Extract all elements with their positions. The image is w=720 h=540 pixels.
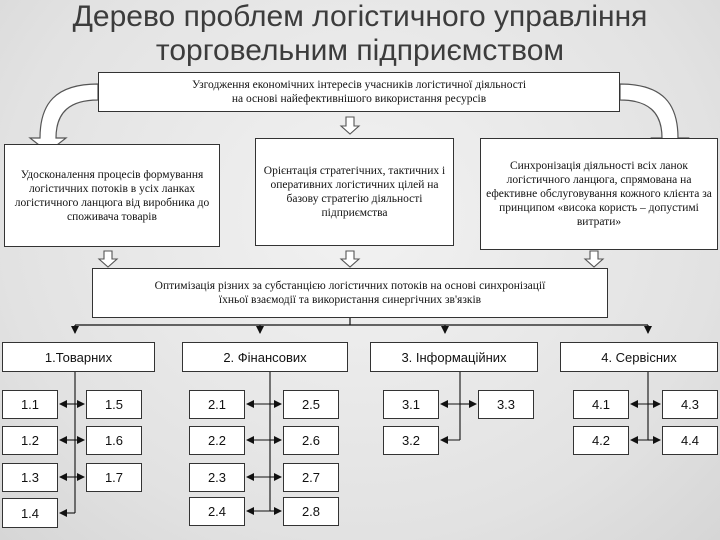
item-1-2: 1.2 xyxy=(2,426,58,455)
goal-line-2: на основі найефективнішого використання … xyxy=(231,93,487,105)
optimization-line-2: їхньої взаємодії та використання синергі… xyxy=(218,294,482,306)
item-2-2: 2.2 xyxy=(189,426,245,455)
optimization-line-1: Оптимізація різних за субстанцією логіст… xyxy=(154,280,546,292)
item-1-1: 1.1 xyxy=(2,390,58,419)
item-2-1: 2.1 xyxy=(189,390,245,419)
category-goods-label: 1.Товарних xyxy=(44,349,113,365)
down-arrow-right xyxy=(583,250,605,268)
goal-box: Узгодження економічних інтересів учасник… xyxy=(98,72,620,112)
down-arrow-top-center xyxy=(339,116,361,135)
curved-arrow-left xyxy=(28,83,99,153)
category-service-label: 4. Сервісних xyxy=(601,349,677,365)
category-financial: 2. Фінансових xyxy=(182,342,348,372)
optimization-box: Оптимізація різних за субстанцією логіст… xyxy=(92,268,608,318)
item-1-3: 1.3 xyxy=(2,463,58,492)
item-3-3: 3.3 xyxy=(478,390,534,419)
item-2-3: 2.3 xyxy=(189,463,245,492)
category-goods: 1.Товарних xyxy=(2,342,155,372)
item-1-6: 1.6 xyxy=(86,426,142,455)
item-4-1: 4.1 xyxy=(573,390,629,419)
item-1-7: 1.7 xyxy=(86,463,142,492)
subgoal-right-text: Синхронізація діяльності всіх ланок логі… xyxy=(486,160,712,228)
category-service: 4. Сервісних xyxy=(560,342,718,372)
category-information: 3. Інформаційних xyxy=(370,342,538,372)
item-2-6: 2.6 xyxy=(283,426,339,455)
down-arrow-center xyxy=(339,250,361,268)
category-financial-label: 2. Фінансових xyxy=(223,349,307,365)
item-4-4: 4.4 xyxy=(662,426,718,455)
item-1-5: 1.5 xyxy=(86,390,142,419)
item-1-4: 1.4 xyxy=(2,498,58,528)
subgoal-center-text: Орієнтація стратегічних, тактичних і опе… xyxy=(263,165,446,219)
item-2-7: 2.7 xyxy=(283,463,339,492)
item-2-4: 2.4 xyxy=(189,497,245,526)
item-2-8: 2.8 xyxy=(283,497,339,526)
down-arrow-left xyxy=(97,250,119,268)
subgoal-left-box: Удосконалення процесів формування логіст… xyxy=(4,144,220,247)
item-2-5: 2.5 xyxy=(283,390,339,419)
title-line-2: торговельним підприємством xyxy=(155,34,565,67)
item-4-2: 4.2 xyxy=(573,426,629,455)
item-3-1: 3.1 xyxy=(383,390,439,419)
subgoal-left-text: Удосконалення процесів формування логіст… xyxy=(14,168,210,223)
category-information-label: 3. Інформаційних xyxy=(401,349,507,365)
goal-line-1: Узгодження економічних інтересів учасник… xyxy=(191,79,527,91)
page-title: Дерево проблем логістичного управління т… xyxy=(0,0,720,68)
item-3-2: 3.2 xyxy=(383,426,439,455)
title-line-1: Дерево проблем логістичного управління xyxy=(72,0,648,33)
item-4-3: 4.3 xyxy=(662,390,718,419)
subgoal-right-box: Синхронізація діяльності всіх ланок логі… xyxy=(480,138,718,250)
subgoal-center-box: Орієнтація стратегічних, тактичних і опе… xyxy=(255,138,454,246)
